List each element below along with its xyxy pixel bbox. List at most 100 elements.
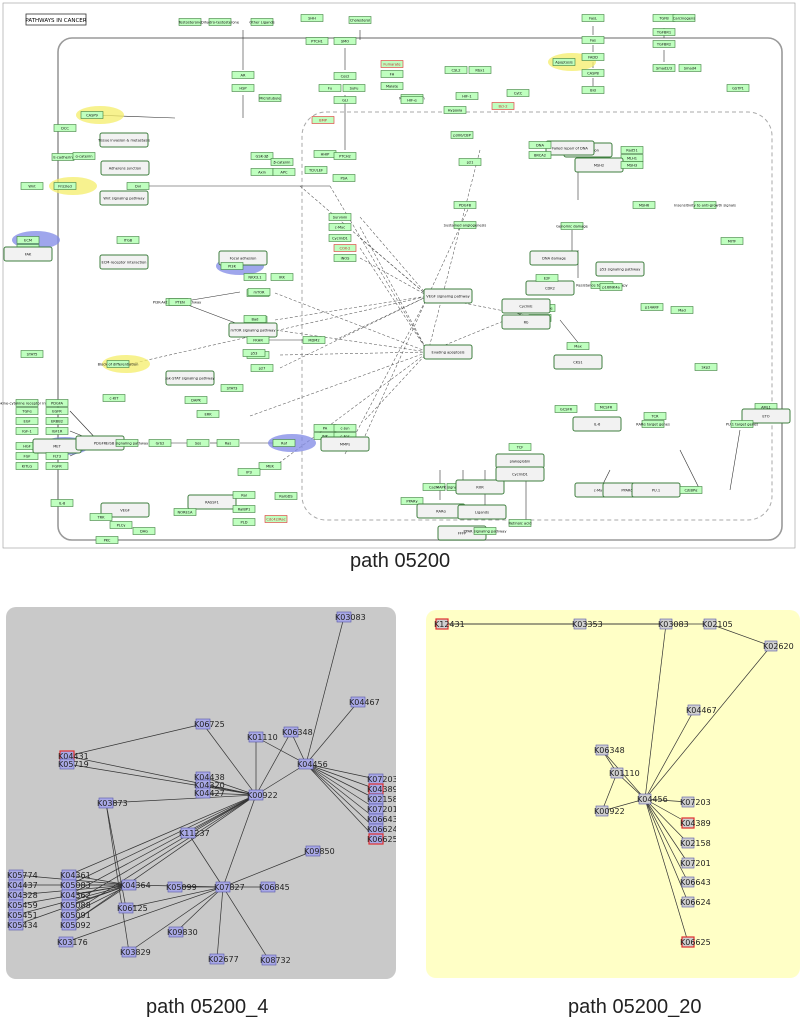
gene-node[interactable]: p21: [458, 158, 482, 166]
gene-node[interactable]: c-Jun: [333, 424, 357, 432]
graph-node[interactable]: K04389: [367, 783, 396, 795]
gene-node[interactable]: MLH1: [620, 154, 644, 162]
gene-node[interactable]: CKS1: [553, 354, 603, 370]
gene-node[interactable]: FLT3: [45, 452, 69, 460]
gene-node[interactable]: p27: [250, 364, 274, 372]
gene-node[interactable]: Fu: [318, 84, 342, 92]
gene-node[interactable]: Dvl: [126, 182, 150, 190]
gene-node[interactable]: HSP: [231, 84, 255, 92]
graph-node[interactable]: K03873: [97, 797, 128, 809]
gene-node[interactable]: PPARγ: [400, 497, 424, 505]
gene-node[interactable]: FGF: [15, 452, 39, 460]
gene-node[interactable]: p53: [242, 349, 266, 357]
graph-node[interactable]: K05434: [7, 919, 38, 931]
gene-node[interactable]: STAT3: [220, 384, 244, 392]
graph-node[interactable]: K06643: [680, 876, 711, 888]
gene-node[interactable]: CSL2: [444, 66, 468, 74]
gene-node[interactable]: CASP9: [80, 111, 104, 119]
gene-node[interactable]: MDM2: [302, 336, 326, 344]
gene-node[interactable]: MMPs: [320, 436, 370, 452]
graph-node[interactable]: K02620: [763, 640, 794, 652]
gene-node[interactable]: Microtubule: [258, 94, 281, 102]
gene-node[interactable]: Raf: [272, 439, 296, 447]
gene-node[interactable]: Genomic damage: [556, 222, 589, 230]
gene-node[interactable]: GSK-3β: [250, 152, 274, 160]
graph-node[interactable]: K04364: [120, 879, 151, 891]
graph-node[interactable]: K07201: [680, 857, 711, 869]
gene-node[interactable]: Hypoxia: [443, 106, 467, 114]
gene-node[interactable]: Survivin: [328, 213, 352, 221]
gene-node[interactable]: DAG: [132, 527, 156, 535]
graph-node[interactable]: K03353: [572, 618, 603, 630]
graph-node[interactable]: K04362: [60, 889, 91, 901]
graph-node[interactable]: K06348: [594, 744, 625, 756]
gene-node[interactable]: Other Ligands: [249, 18, 275, 26]
gene-node[interactable]: Evading apoptosis: [423, 344, 473, 360]
gene-node[interactable]: p14ARF: [640, 303, 664, 311]
graph-node[interactable]: K02677: [208, 953, 239, 965]
gene-node[interactable]: TGFα: [15, 407, 39, 415]
gene-node[interactable]: VEGF: [100, 502, 150, 518]
graph-node[interactable]: K06725: [194, 718, 225, 730]
gene-node[interactable]: Bid: [581, 86, 605, 94]
gene-node[interactable]: MET: [32, 438, 82, 454]
gene-node[interactable]: Bcl-2: [491, 102, 515, 110]
gene-node[interactable]: Fumarate: [380, 60, 404, 68]
graph-node[interactable]: K02158: [367, 793, 396, 805]
gene-node[interactable]: DCC: [53, 124, 77, 132]
graph-node[interactable]: K06125: [117, 902, 148, 914]
gene-node[interactable]: Rb: [501, 314, 551, 330]
gene-node[interactable]: TRK: [89, 513, 113, 521]
gene-node[interactable]: Ca2+: [422, 483, 446, 491]
gene-node[interactable]: BMP: [311, 116, 335, 124]
gene-node[interactable]: IGF-1: [15, 427, 39, 435]
gene-node[interactable]: Adherens junction: [100, 160, 150, 176]
gene-node[interactable]: Max: [566, 342, 590, 350]
graph-node[interactable]: K11237: [179, 827, 210, 839]
graph-node[interactable]: K06624: [680, 896, 711, 908]
gene-node[interactable]: SMO: [333, 37, 357, 45]
gene-node[interactable]: MSH6: [632, 201, 656, 209]
graph-node[interactable]: K06625: [367, 833, 396, 845]
gene-node[interactable]: Block of differentiation: [98, 360, 139, 368]
gene-node[interactable]: CyclinD1: [495, 466, 545, 482]
graph-node[interactable]: K05092: [60, 919, 91, 931]
gene-node[interactable]: Carcinogens: [672, 14, 696, 22]
gene-node[interactable]: Cdc42/Rac: [264, 515, 288, 523]
graph-node[interactable]: K03176: [57, 936, 88, 948]
gene-node[interactable]: ECM-receptor interaction: [99, 254, 149, 270]
gene-node[interactable]: Testosterone: [178, 18, 203, 26]
gene-node[interactable]: Wnt signaling pathway: [99, 190, 149, 206]
gene-node[interactable]: APC: [272, 168, 296, 176]
gene-node[interactable]: Ligands: [457, 504, 507, 520]
gene-node[interactable]: E-cadherin: [51, 153, 75, 161]
gene-node[interactable]: ERBB2: [45, 417, 69, 425]
graph-node[interactable]: K05088: [60, 899, 91, 911]
gene-node[interactable]: HHIP: [313, 150, 337, 158]
graph-node[interactable]: K06643: [367, 813, 396, 825]
gene-node[interactable]: GCSFR: [554, 405, 578, 413]
gene-node[interactable]: PLCγ: [109, 521, 133, 529]
gene-node[interactable]: FADD: [581, 53, 605, 61]
gene-node[interactable]: TGFB: [652, 14, 676, 22]
gene-node[interactable]: Bad: [243, 315, 267, 323]
gene-node[interactable]: RASSF1: [187, 494, 237, 510]
graph-node[interactable]: K04467: [686, 704, 717, 716]
gene-node[interactable]: RalBP1: [232, 505, 256, 513]
gene-node[interactable]: p16INK4a: [599, 283, 623, 291]
gene-node[interactable]: DAPK: [184, 396, 208, 404]
gene-node[interactable]: FasL: [581, 14, 605, 22]
gene-node[interactable]: MSH2: [574, 157, 624, 173]
gene-node[interactable]: Fas: [581, 36, 605, 44]
gene-node[interactable]: TCR: [643, 412, 667, 420]
gene-node[interactable]: CyclinD1: [328, 234, 352, 242]
gene-node[interactable]: AR: [231, 71, 255, 79]
gene-node[interactable]: PU.1: [631, 482, 681, 498]
gene-node[interactable]: IL-8: [50, 499, 74, 507]
graph-node[interactable]: K05083: [60, 879, 91, 891]
gene-node[interactable]: p53 signaling pathway: [595, 261, 645, 277]
gene-node[interactable]: Jak-STAT signaling pathway: [164, 370, 215, 386]
gene-node[interactable]: Sustained angiogenesis: [444, 221, 487, 229]
gene-node[interactable]: Wnt: [20, 182, 44, 190]
gene-node[interactable]: C/EBPα: [679, 486, 703, 494]
